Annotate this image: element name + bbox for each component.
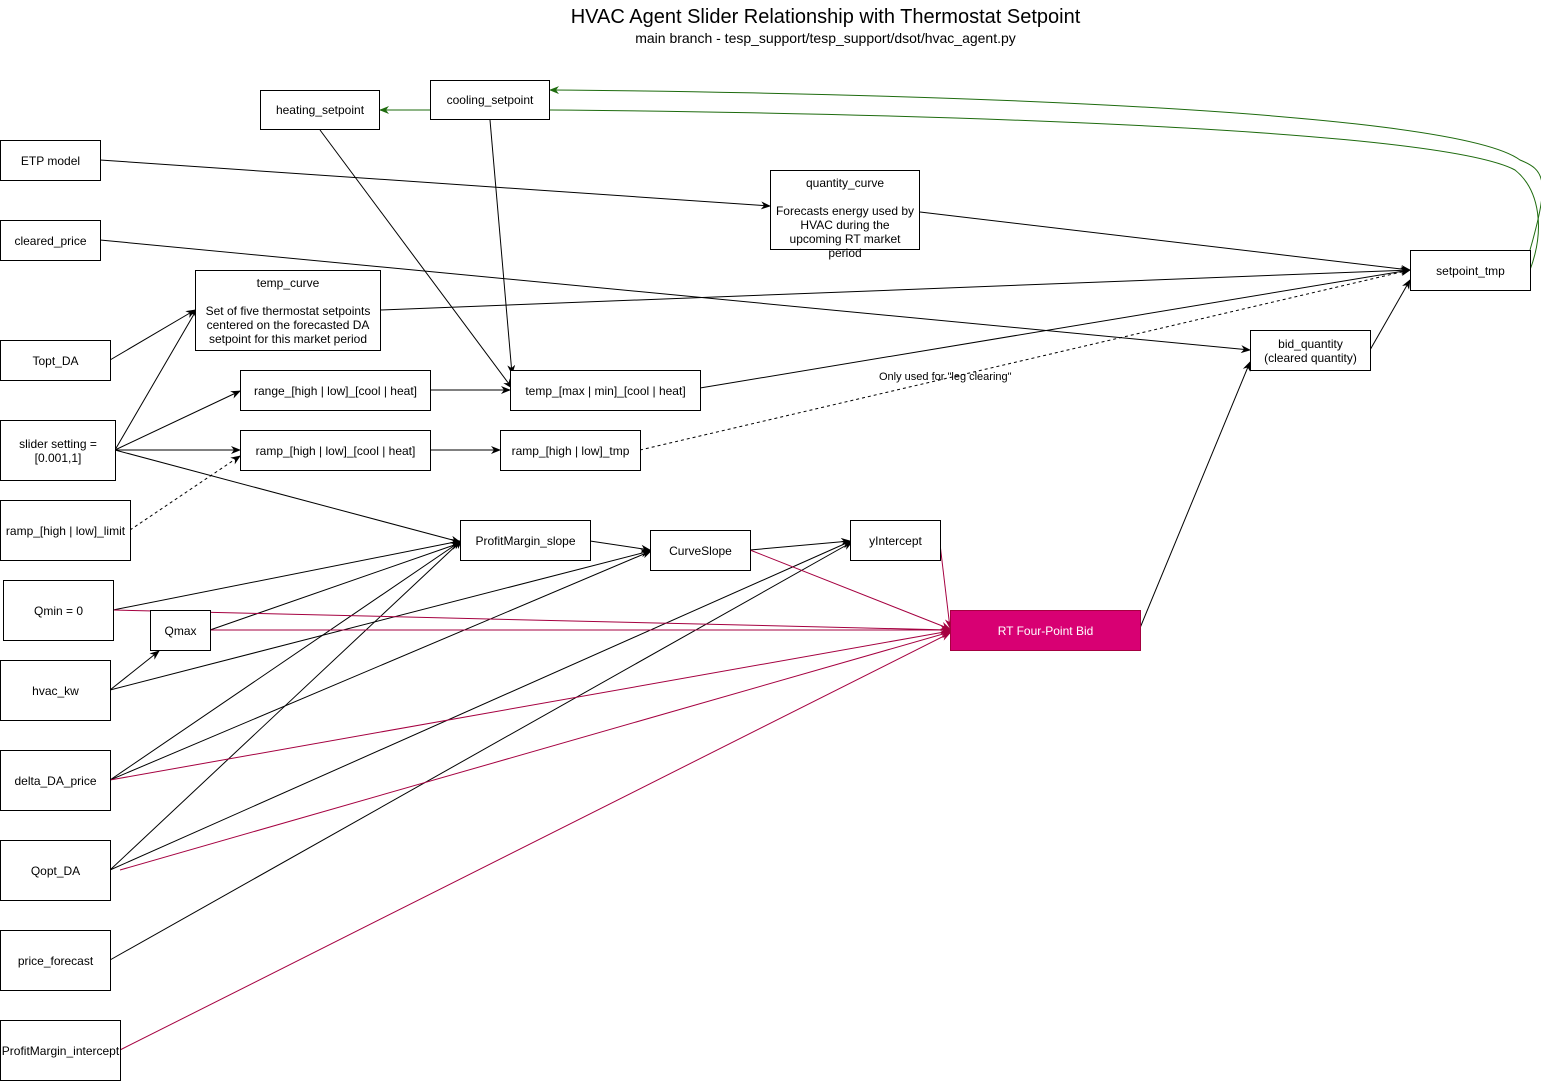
edge-setpoint-tmp-to-cooling [549, 86, 1541, 251]
edge-temp-max-min-to-setpoint-tmp [699, 267, 1411, 389]
node-profit-margin-slope[interactable]: ProfitMargin_slope [460, 520, 591, 561]
edge-qopt-to-rt-bid [119, 630, 951, 871]
edge-delta-da-to-rt-bid [109, 628, 951, 781]
node-qmax[interactable]: Qmax [150, 610, 211, 651]
node-temp-max-min[interactable]: temp_[max | min]_[cool | heat] [510, 370, 701, 411]
node-topt-da[interactable]: Topt_DA [0, 340, 111, 381]
node-y-intercept[interactable]: yIntercept [850, 520, 941, 561]
edge-curve-slope-to-rt-bid [749, 549, 951, 630]
node-hvac-kw[interactable]: hvac_kw [0, 660, 111, 721]
edge-profit-margin-slope-to-curve-slope [589, 540, 651, 553]
node-heating-setpoint[interactable]: heating_setpoint [260, 90, 380, 130]
edge-qopt-to-y-intercept [109, 540, 852, 871]
edge-slider-to-range [114, 390, 241, 451]
temp-curve-title: temp_curve [256, 276, 320, 290]
node-slider-setting[interactable]: slider setting = [0.001,1] [0, 420, 116, 481]
node-curve-slope[interactable]: CurveSlope [650, 530, 751, 571]
node-etp-model[interactable]: ETP model [0, 140, 101, 181]
node-setpoint-tmp[interactable]: setpoint_tmp [1410, 250, 1531, 291]
edge-cleared-price-to-bid-quantity [99, 239, 1251, 354]
node-range[interactable]: range_[high | low]_[cool | heat] [240, 370, 431, 411]
edge-topt-to-temp-curve [109, 309, 196, 361]
node-ramp-limit[interactable]: ramp_[high | low]_limit [0, 500, 131, 561]
temp-curve-desc: Set of five thermostat setpoints centere… [205, 304, 371, 346]
edge-rt-bid-to-bid-quantity [1139, 361, 1251, 629]
node-rt-four-point-bid[interactable]: RT Four-Point Bid [950, 610, 1141, 651]
edge-slider-to-temp-curve [114, 308, 198, 451]
edge-delta-da-to-curve-slope [109, 550, 652, 781]
page-subtitle: main branch - tesp_support/tesp_support/… [635, 30, 1016, 46]
node-quantity-curve[interactable]: quantity_curve Forecasts energy used by … [770, 170, 920, 260]
node-cleared-price[interactable]: cleared_price [0, 220, 101, 261]
edge-qmin-to-rt-bid [112, 609, 951, 634]
node-ramp-tmp[interactable]: ramp_[high | low]_tmp [500, 430, 641, 471]
edge-temp-curve-to-setpoint-tmp [379, 266, 1411, 311]
edge-delta-da-to-profit-margin-slope [109, 540, 462, 781]
edge-qopt-to-profit-margin-slope [109, 539, 463, 871]
edge-qmin-to-profit-margin-slope [112, 538, 461, 611]
node-temp-curve[interactable]: temp_curve Set of five thermostat setpoi… [195, 270, 381, 351]
edge-ramp-limit-to-ramp [129, 455, 241, 531]
node-profit-margin-intercept[interactable]: ProfitMargin_intercept [0, 1020, 121, 1081]
node-ramp[interactable]: ramp_[high | low]_[cool | heat] [240, 430, 431, 471]
edge-qmax-to-profit-margin-slope [209, 542, 461, 631]
page-title: HVAC Agent Slider Relationship with Ther… [570, 6, 1081, 28]
node-price-forecast[interactable]: price_forecast [0, 930, 111, 991]
edge-heating-to-temp-max-min [319, 129, 513, 389]
edge-curve-slope-to-y-intercept [749, 537, 851, 551]
edge-slider-to-profit-margin-slope [114, 449, 461, 544]
edge-quantity-curve-to-setpoint-tmp [919, 211, 1411, 273]
node-qmin[interactable]: Qmin = 0 [3, 580, 114, 641]
bid-quantity-sublabel: (cleared quantity) [1264, 350, 1357, 365]
bid-quantity-label: bid_quantity [1278, 336, 1343, 351]
edge-etp-to-quantity-curve [99, 159, 771, 210]
edge-setpoint-tmp-loop-lower [549, 109, 1539, 271]
edge-bid-quantity-to-setpoint-tmp [1369, 279, 1411, 351]
quantity-curve-title: quantity_curve [805, 176, 885, 190]
edge-cooling-to-temp-max-min [489, 119, 516, 375]
node-cooling-setpoint[interactable]: cooling_setpoint [430, 80, 550, 120]
edge-note-leg-clearing: Only used for "leg clearing" [879, 371, 1012, 383]
edge-profit-margin-intercept-to-rt-bid [119, 632, 951, 1051]
edge-hvac-kw-to-qmax [109, 650, 160, 691]
quantity-curve-desc: Forecasts energy used by HVAC during the… [775, 204, 915, 260]
edge-price-forecast-to-y-intercept [109, 541, 853, 961]
node-delta-da-price[interactable]: delta_DA_price [0, 750, 111, 811]
edge-y-intercept-to-rt-bid [939, 543, 953, 629]
edge-hvac-kw-to-curve-slope [109, 549, 651, 691]
node-qopt-da[interactable]: Qopt_DA [0, 840, 111, 901]
node-bid-quantity[interactable]: bid_quantity (cleared quantity) [1250, 330, 1371, 371]
